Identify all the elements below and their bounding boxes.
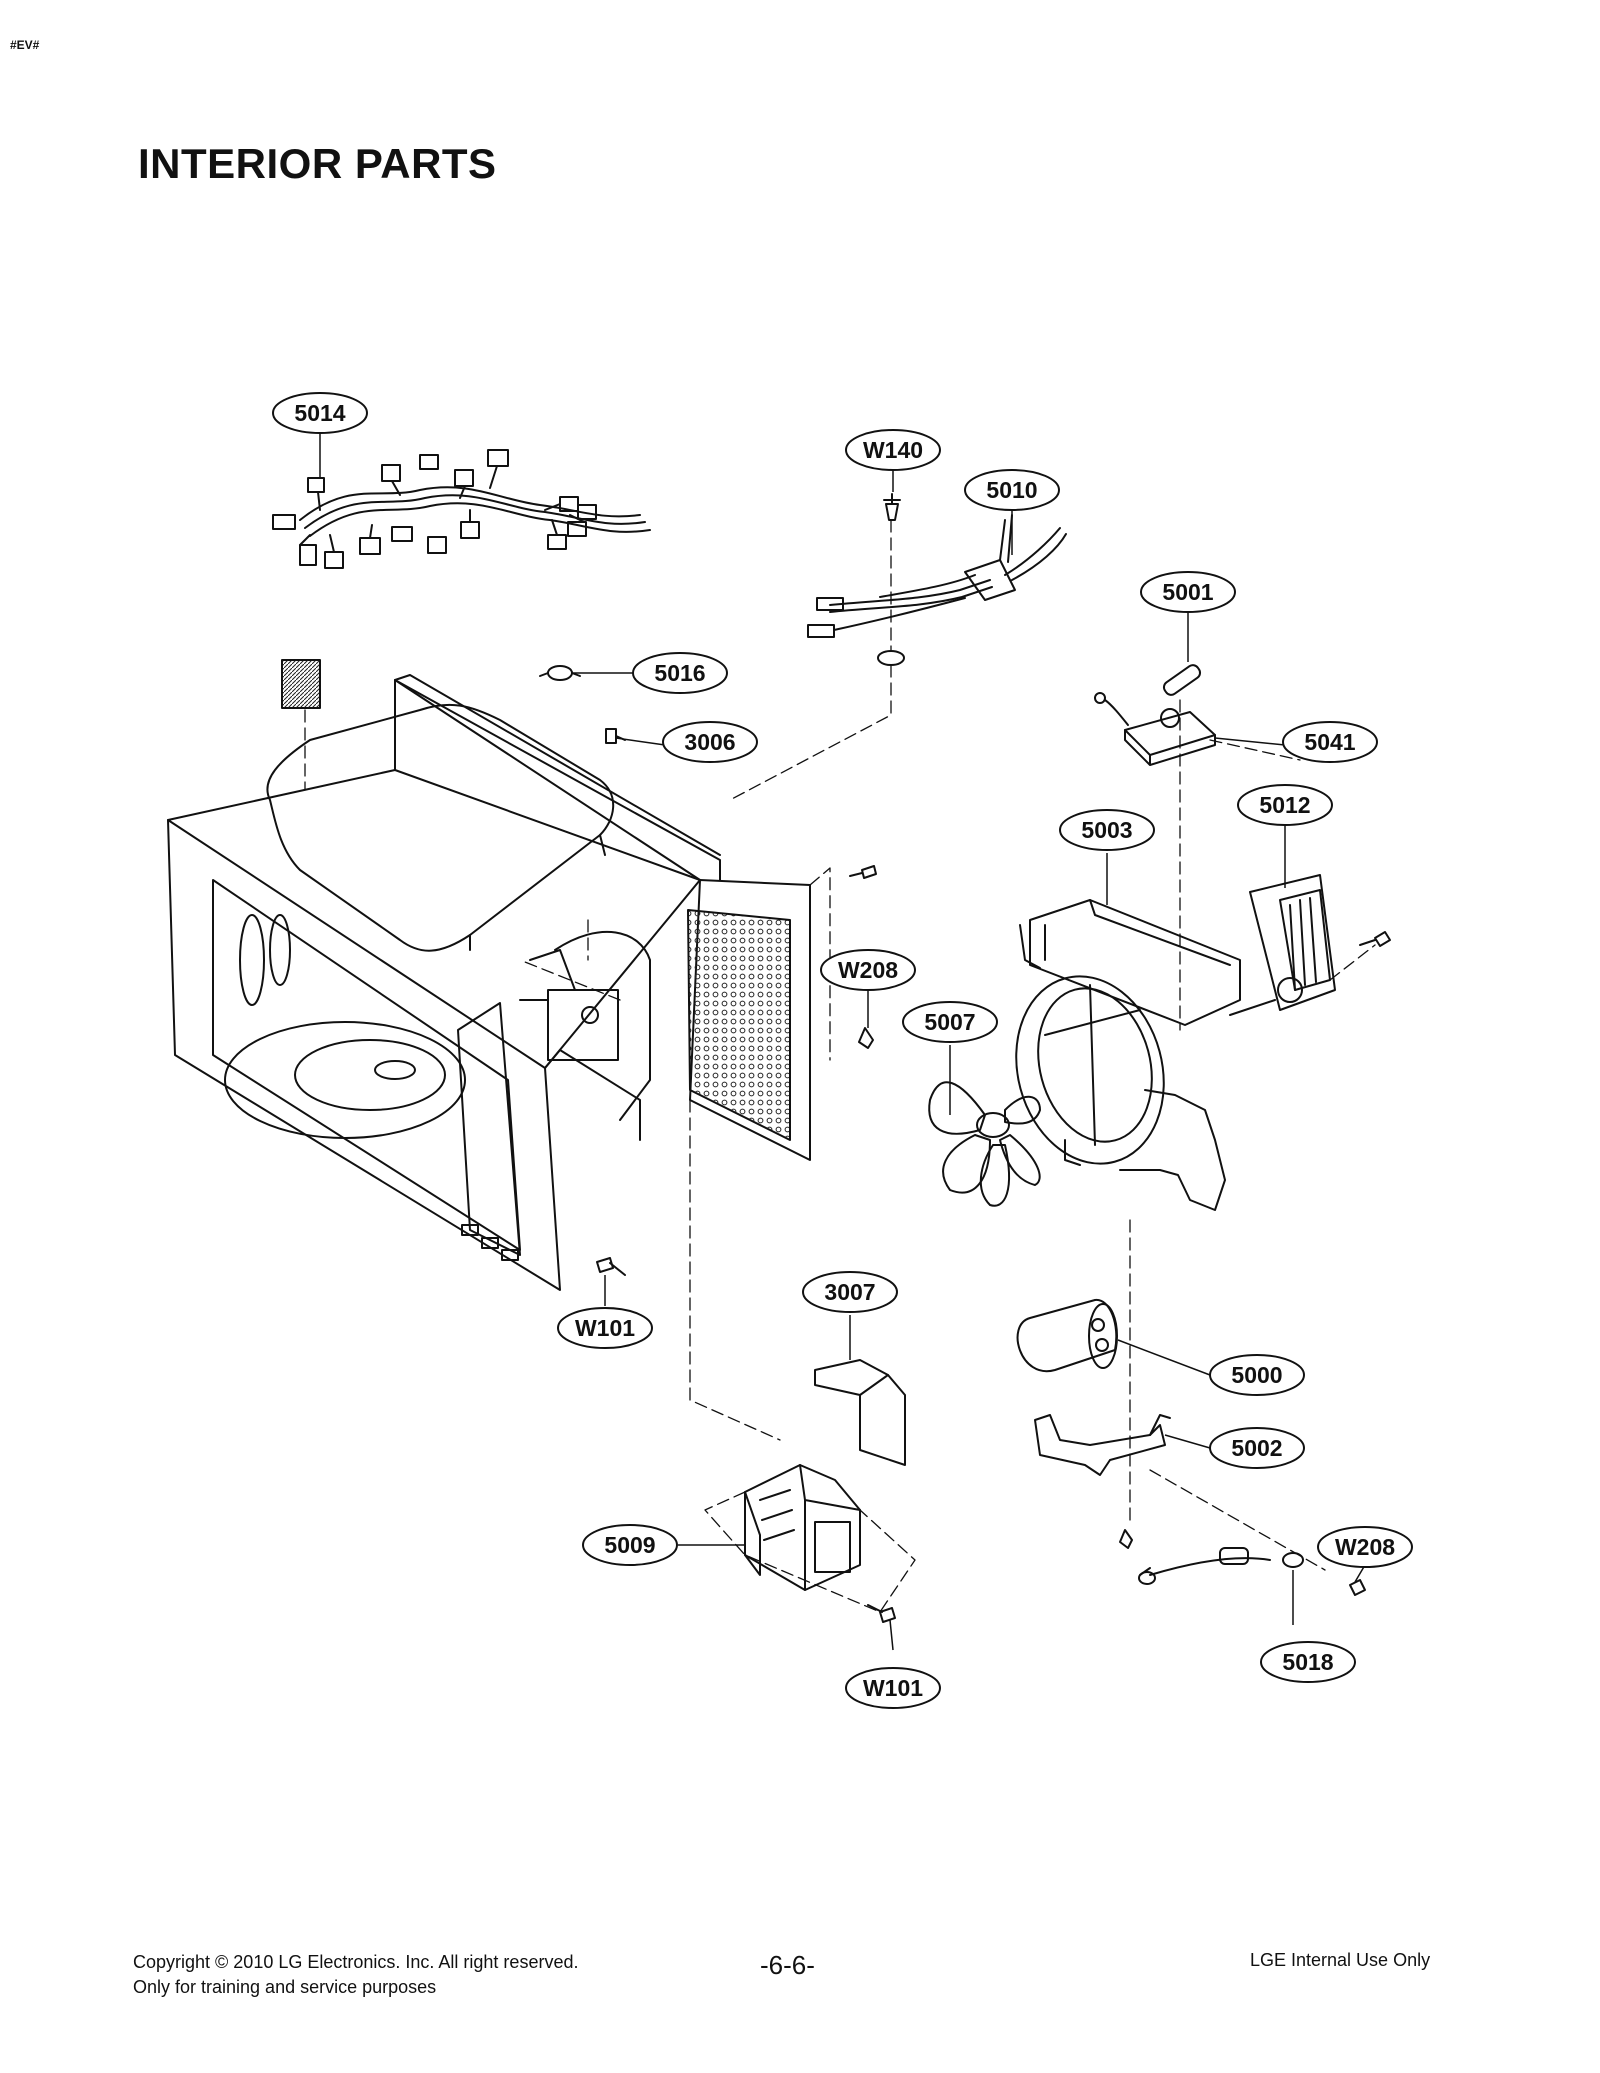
bracket-3007: [814, 1359, 906, 1466]
svg-text:3007: 3007: [824, 1279, 875, 1305]
magnetron-5009: [744, 1464, 896, 1623]
screw-top-right: [849, 865, 877, 879]
svg-text:3006: 3006: [684, 729, 735, 755]
screw-w101-left: [596, 1257, 626, 1276]
callout-5018: 5018: [1260, 1641, 1356, 1683]
svg-text:5014: 5014: [294, 400, 345, 426]
svg-text:5012: 5012: [1259, 792, 1310, 818]
svg-text:5016: 5016: [654, 660, 705, 686]
callout-w208-bottom: W208: [1317, 1526, 1413, 1568]
internal-use-notice: LGE Internal Use Only: [1250, 1950, 1431, 1970]
callout-5014: 5014: [272, 392, 368, 434]
callout-5007: 5007: [902, 1001, 998, 1043]
callout-w101-left: W101: [557, 1307, 653, 1349]
callout-5016: 5016: [632, 652, 728, 694]
noise-filter-5041: [1094, 692, 1216, 766]
screw-w208-left: [858, 1027, 874, 1049]
callout-5012: 5012: [1237, 784, 1333, 826]
fan-duct-5003: [1015, 899, 1241, 1211]
capacitor-5000: [1016, 1298, 1118, 1373]
svg-text:5010: 5010: [986, 477, 1037, 503]
callout-5003: 5003: [1059, 809, 1155, 851]
svg-text:W208: W208: [838, 957, 898, 983]
wire-harness-5014: [272, 449, 651, 569]
callout-5001: 5001: [1140, 571, 1236, 613]
copyright-text: Copyright © 2010 LG Electronics. Inc. Al…: [133, 1952, 579, 1972]
callout-5002: 5002: [1209, 1427, 1305, 1469]
callout-group: 5014 W140 5010 5001 5016 3006 5041 5012 …: [272, 392, 1413, 1709]
svg-text:5009: 5009: [604, 1532, 655, 1558]
svg-text:5000: 5000: [1231, 1362, 1282, 1388]
screw-bottom-center: [1119, 1529, 1133, 1549]
svg-text:W140: W140: [863, 437, 923, 463]
capacitor-bracket-5002: [1034, 1414, 1171, 1476]
callout-5010: 5010: [964, 469, 1060, 511]
purpose-text: Only for training and service purposes: [133, 1977, 437, 1997]
page-mark: #EV#: [10, 38, 40, 52]
callout-w140: W140: [845, 429, 941, 471]
callout-3007: 3007: [802, 1271, 898, 1313]
svg-text:W208: W208: [1335, 1534, 1395, 1560]
page-title: INTERIOR PARTS: [138, 140, 497, 187]
callout-5041: 5041: [1282, 721, 1378, 763]
oven-cavity: [167, 674, 811, 1291]
svg-text:W101: W101: [863, 1675, 923, 1701]
insulation-pad: [281, 659, 321, 709]
power-cord-5010: [807, 493, 1067, 666]
callout-3006: 3006: [662, 721, 758, 763]
page-number: -6-6-: [760, 1950, 815, 1980]
svg-text:5007: 5007: [924, 1009, 975, 1035]
svg-text:5003: 5003: [1081, 817, 1132, 843]
footer-copyright: Copyright © 2010 LG Electronics. Inc. Al…: [133, 1950, 578, 2000]
svg-text:5018: 5018: [1282, 1649, 1333, 1675]
svg-text:W101: W101: [575, 1315, 635, 1341]
callout-5009: 5009: [582, 1524, 678, 1566]
callout-w208-top: W208: [820, 949, 916, 991]
switch-3006: [605, 728, 626, 744]
fan-blade-5007: [928, 1081, 1041, 1207]
fuse-5001: [1162, 664, 1202, 696]
fan-motor-5012: [1229, 874, 1391, 1016]
screw-w208-right: [1349, 1579, 1366, 1596]
svg-text:5041: 5041: [1304, 729, 1355, 755]
callout-5000: 5000: [1209, 1354, 1305, 1396]
ground-wire-5018: [1138, 1547, 1304, 1585]
callout-w101-bottom: W101: [845, 1667, 941, 1709]
svg-text:5001: 5001: [1162, 579, 1213, 605]
svg-text:5002: 5002: [1231, 1435, 1282, 1461]
